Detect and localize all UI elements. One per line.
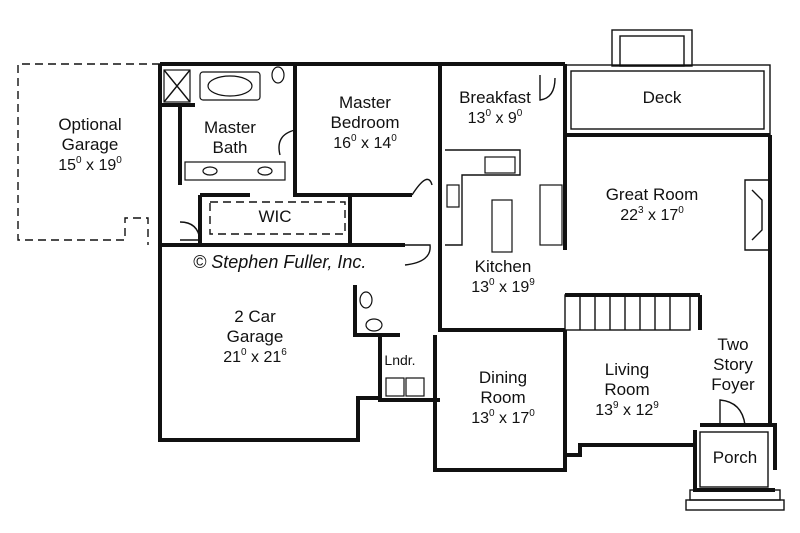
- two-car-garage-dimensions: 210 x 216: [223, 347, 287, 366]
- garage-doors: [159, 290, 320, 441]
- optional-garage-line1: Optional: [58, 115, 121, 134]
- room-label-dining-room: Dining Room 130 x 170: [471, 368, 535, 427]
- deck-outline: [564, 29, 771, 136]
- master-bedroom-line1: Master: [339, 93, 391, 112]
- kitchen-dimensions: 130 x 199: [471, 277, 535, 296]
- room-label-two-car-garage: 2 Car Garage 210 x 216: [223, 307, 287, 366]
- door-swings: [179, 75, 746, 426]
- optional-garage-dimensions: 150 x 190: [58, 155, 122, 174]
- master-bath-line1: Master: [204, 118, 256, 137]
- great-room-dimensions: 223 x 170: [620, 205, 684, 224]
- master-bedroom-dimensions: 160 x 140: [333, 133, 397, 152]
- copyright-notice: © Stephen Fuller, Inc.: [193, 252, 366, 272]
- room-label-laundry: Lndr.: [384, 352, 415, 368]
- laundry-appliances: [385, 377, 425, 397]
- room-label-deck: Deck: [643, 88, 682, 107]
- room-label-breakfast: Breakfast 130 x 90: [459, 88, 531, 127]
- optional-garage-outline: [17, 63, 160, 245]
- master-bedroom-line2: Bedroom: [331, 113, 400, 132]
- master-bath-line2: Bath: [213, 138, 248, 157]
- fireplace: [744, 179, 770, 251]
- room-label-living-room: Living Room 139 x 129: [595, 360, 659, 419]
- optional-garage-line2: Garage: [62, 135, 119, 154]
- porch-outline: [685, 431, 785, 511]
- foyer-line2: Story: [713, 355, 753, 374]
- dining-room-dimensions: 130 x 170: [471, 408, 535, 427]
- stairs: [564, 294, 691, 331]
- room-label-optional-garage: Optional Garage 150 x 190: [58, 115, 122, 174]
- kitchen-counters: [445, 149, 563, 253]
- laundry-line1: Lndr.: [384, 352, 415, 368]
- living-room-line1: Living: [605, 360, 649, 379]
- breakfast-line1: Breakfast: [459, 88, 531, 107]
- dining-room-line1: Dining: [479, 368, 527, 387]
- breakfast-dimensions: 130 x 90: [468, 108, 523, 127]
- copyright-text: © Stephen Fuller, Inc.: [193, 252, 366, 272]
- great-room-line1: Great Room: [606, 185, 699, 204]
- foyer-line3: Foyer: [711, 375, 755, 394]
- living-room-line2: Room: [604, 380, 649, 399]
- two-car-garage-line2: Garage: [227, 327, 284, 346]
- kitchen-line1: Kitchen: [475, 257, 532, 276]
- deck-line1: Deck: [643, 88, 682, 107]
- two-car-garage-line1: 2 Car: [234, 307, 276, 326]
- dining-room-line2: Room: [480, 388, 525, 407]
- room-label-foyer: Two Story Foyer: [711, 335, 755, 394]
- wic-line1: WIC: [258, 207, 291, 226]
- wic-shelves: [209, 201, 346, 235]
- room-label-master-bedroom: Master Bedroom 160 x 140: [331, 93, 400, 152]
- room-label-porch: Porch: [713, 448, 757, 467]
- living-room-dimensions: 139 x 129: [595, 400, 659, 419]
- room-label-kitchen: Kitchen 130 x 199: [471, 257, 535, 296]
- foyer-line1: Two: [717, 335, 748, 354]
- bath-fixtures: [163, 66, 383, 332]
- room-label-wic: WIC: [258, 207, 291, 226]
- room-label-master-bath: Master Bath: [204, 118, 256, 157]
- porch-line1: Porch: [713, 448, 757, 467]
- room-label-great-room: Great Room 223 x 170: [606, 185, 699, 224]
